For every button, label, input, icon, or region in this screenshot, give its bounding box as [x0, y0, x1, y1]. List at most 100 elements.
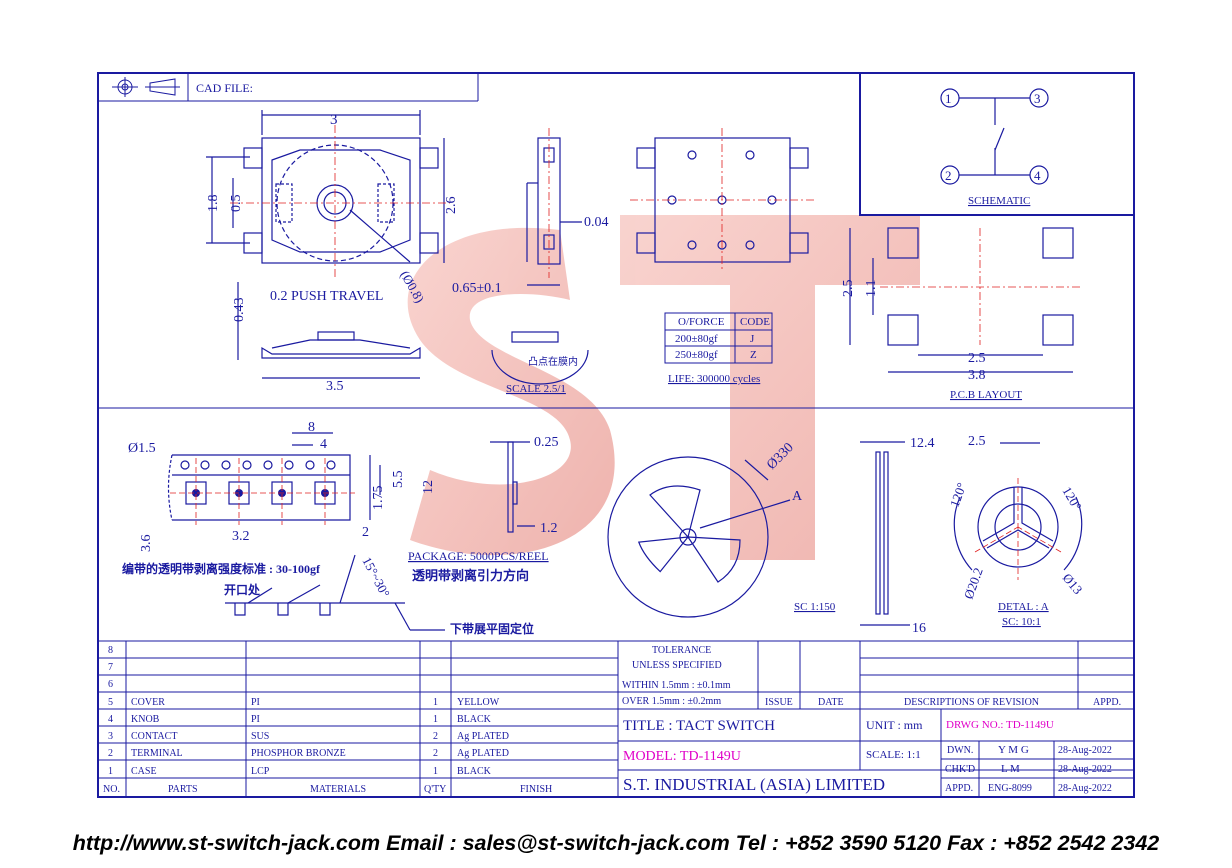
package-label: PACKAGE: 5000PCS/REEL — [408, 549, 549, 563]
dwn-label: DWN. — [947, 745, 973, 756]
switch-top-view — [206, 110, 445, 264]
pcb-centerlines — [880, 228, 1080, 345]
st-logo-watermark — [407, 215, 920, 560]
pin-1-label: 1 — [945, 91, 952, 106]
revision-grid — [618, 640, 1134, 797]
code-row-2: Z — [750, 349, 757, 361]
dim-height-1-8: 1.8 — [206, 195, 221, 213]
tape-centerlines — [170, 458, 355, 525]
dim-angle-15-30: 15°~30° — [359, 554, 393, 599]
schematic-label: SCHEMATIC — [968, 195, 1030, 207]
bump-detail — [491, 331, 589, 385]
force-header: O/FORCE — [678, 316, 725, 328]
bom-row-8-no: 8 — [108, 645, 113, 656]
tolerance-title: TOLERANCE — [652, 645, 711, 656]
appd-label: APPD. — [945, 783, 973, 794]
switch-side-view — [237, 282, 421, 379]
dwn-value: Y M G — [998, 744, 1029, 756]
bom-row-4-finish: BLACK — [457, 714, 492, 725]
cad-file-label: CAD FILE: — [196, 81, 253, 95]
pin-4-label: 4 — [1034, 168, 1041, 183]
dim-base-width: 3.5 — [326, 379, 344, 394]
scale-2-5-label: SCALE 2.5/1 — [506, 383, 566, 395]
bom-row-4-no: 4 — [108, 714, 113, 725]
bom-row-1-no: 1 — [108, 766, 113, 777]
bottom-fix-label: 下带展平固定位 — [450, 621, 534, 636]
sc-10-1-label: SC: 10:1 — [1002, 616, 1041, 628]
bom-row-7-no: 7 — [108, 662, 113, 673]
sc-150-label: SC 1:150 — [794, 601, 836, 613]
title-block-title: TITLE : TACT SWITCH — [623, 718, 775, 734]
pin-3-label: 3 — [1034, 91, 1041, 106]
company-name: S.T. INDUSTRIAL (ASIA) LIMITED — [623, 775, 885, 794]
drawing-number: DRWG NO.: TD-1149U — [946, 719, 1054, 731]
dim-detail-20-2: Ø20.2 — [961, 566, 986, 601]
bom-header-no: NO. — [103, 784, 120, 795]
dim-detail-13: Ø13 — [1060, 570, 1086, 597]
contact-footer: http://www.st-switch-jack.com Email : sa… — [72, 831, 1160, 855]
bom-table-text: 8 7 6 5 COVER PI 1 YELLOW 4 KNOB PI 1 BL… — [103, 645, 552, 795]
appd-date: 28-Aug-2022 — [1058, 783, 1112, 794]
dim-tape-dia-1-5: Ø1.5 — [128, 441, 156, 456]
bump-note: 凸点在膜内 — [528, 355, 578, 368]
bom-row-2-qty: 2 — [433, 748, 438, 759]
bom-row-1-finish: BLACK — [457, 766, 492, 777]
bom-row-5-no: 5 — [108, 697, 113, 708]
bom-row-3-no: 3 — [108, 731, 113, 742]
dim-tape-5-5: 5.5 — [391, 471, 406, 489]
bom-row-2-part: TERMINAL — [131, 748, 183, 759]
pcb-layout — [849, 227, 1074, 373]
reel-detail-a: A — [792, 489, 803, 504]
title-block-model: MODEL: TD-1149U — [623, 749, 741, 764]
dim-top-width: 3 — [330, 112, 338, 128]
scale-label: SCALE: 1:1 — [866, 749, 921, 761]
bom-row-1-part: CASE — [131, 766, 157, 777]
top-view-centerlines — [230, 125, 450, 278]
dim-tape-4: 4 — [320, 437, 327, 452]
dim-pcb-1-1: 1.1 — [864, 280, 879, 298]
bottom-centerlines — [630, 128, 815, 272]
revision-desc: DESCRIPTIONS OF REVISION — [904, 697, 1039, 708]
reel-front-view — [607, 456, 791, 618]
dim-detail-2-5: 2.5 — [968, 434, 986, 449]
dim-detail-120-left: 120° — [947, 481, 970, 509]
drawing-border — [97, 72, 1135, 798]
dim-reel-12-4: 12.4 — [910, 436, 935, 451]
dim-pcb-2-5-horizontal: 2.5 — [968, 351, 986, 366]
tolerance-within: WITHIN 1.5mm : ±0.1mm — [622, 680, 731, 691]
bom-row-2-finish: Ag PLATED — [457, 748, 509, 759]
force-table — [664, 312, 773, 364]
bom-row-5-finish: YELLOW — [457, 697, 500, 708]
detail-a-label: DETAL : A — [998, 601, 1049, 613]
bom-header-materials: MATERIALS — [310, 784, 366, 795]
peel-strength-note: 编带的透明带剥离强度标准 : 30-100gf — [121, 561, 321, 576]
dim-tape-pitch-8: 8 — [308, 420, 315, 435]
code-row-1: J — [750, 333, 755, 345]
chkd-date: 28-Aug-2022 — [1058, 764, 1112, 775]
dim-pcb-3-8: 3.8 — [968, 368, 986, 383]
life-label: LIFE: 300000 cycles — [668, 373, 760, 385]
bom-header-parts: PARTS — [168, 784, 198, 795]
bom-row-4-material: PI — [251, 714, 260, 725]
bom-row-3-qty: 2 — [433, 731, 438, 742]
bom-row-5-material: PI — [251, 697, 260, 708]
dwn-date: 28-Aug-2022 — [1058, 745, 1112, 756]
dim-tape-3-6: 3.6 — [139, 535, 154, 553]
tape-cross-section — [225, 554, 445, 631]
dim-pcb-2-5-vertical: 2.5 — [841, 280, 856, 298]
chkd-label: CHK'D — [945, 764, 975, 775]
bom-row-4-qty: 1 — [433, 714, 438, 725]
dim-reel-16: 16 — [912, 621, 926, 636]
dim-tape-2: 2 — [362, 525, 369, 540]
peel-direction-label: 透明带剥离引力方向 — [412, 568, 529, 583]
bom-table-grid — [98, 640, 619, 797]
force-row-1: 200±80gf — [675, 333, 718, 345]
bom-row-6-no: 6 — [108, 679, 113, 690]
bom-row-3-part: CONTACT — [131, 731, 177, 742]
dim-tape-1-2: 1.2 — [540, 521, 558, 536]
opening-label: 开口处 — [224, 582, 261, 597]
bom-row-1-material: LCP — [251, 766, 270, 777]
dim-stem-065: 0.65±0.1 — [452, 281, 502, 296]
code-header: CODE — [740, 316, 770, 328]
unit-label: UNIT : mm — [866, 718, 923, 732]
